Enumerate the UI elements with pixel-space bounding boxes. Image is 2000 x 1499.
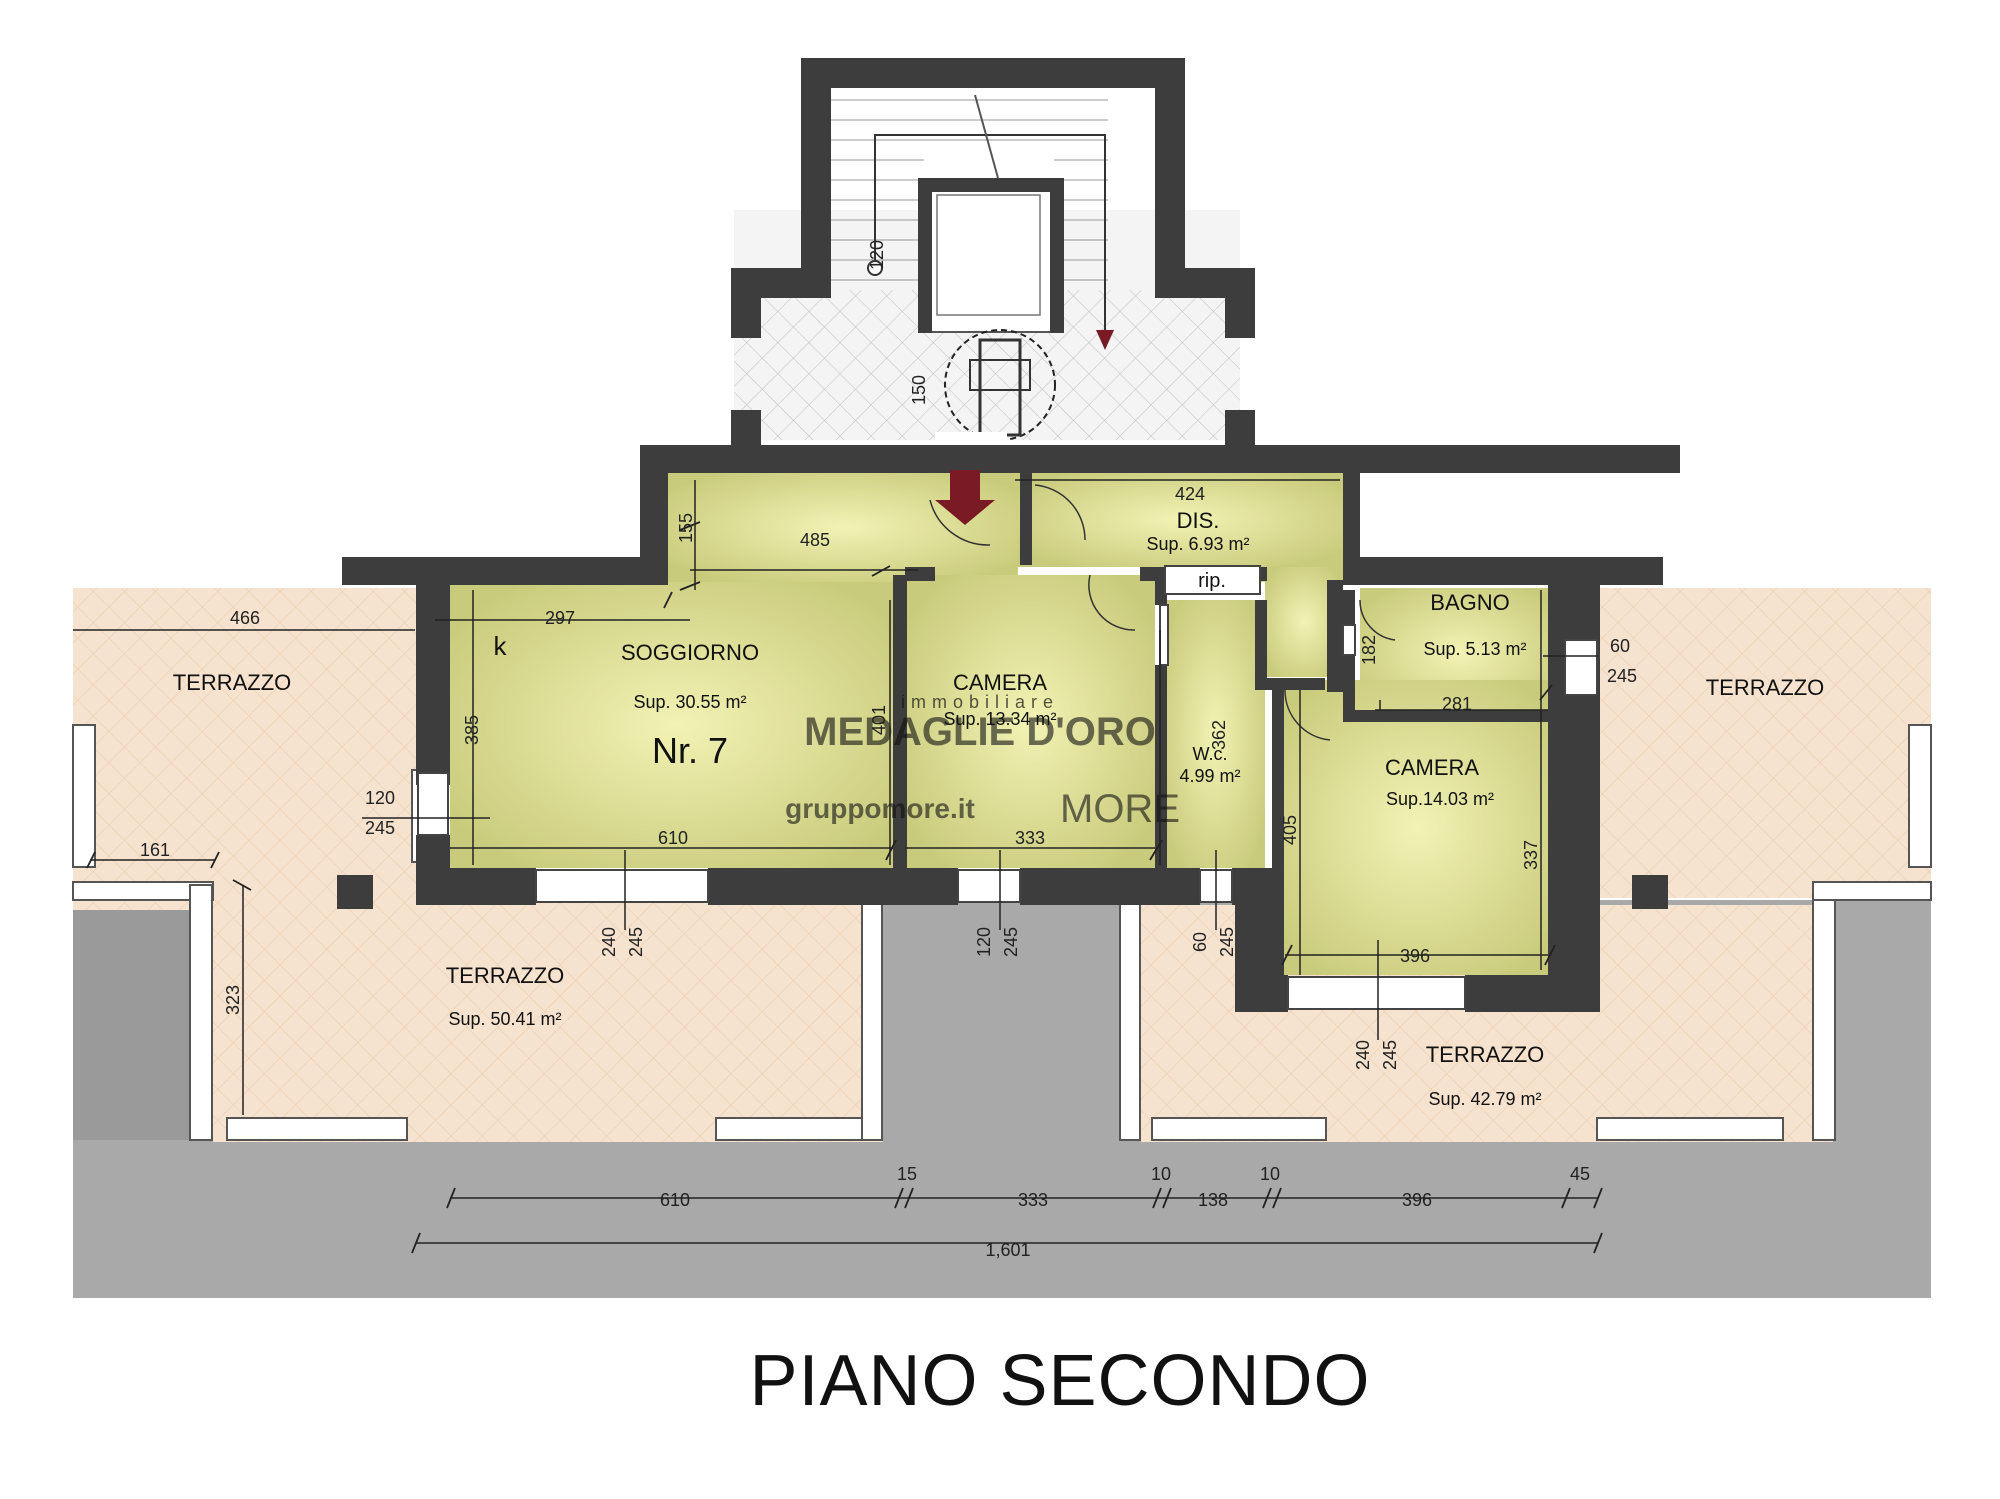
- watermark: immobiliare MEDAGLIE D'ORO gruppomore.it…: [785, 692, 1180, 831]
- ground-center-strip: [882, 900, 1120, 1140]
- win3-b: 245: [1217, 927, 1237, 957]
- dim-323: 323: [223, 985, 243, 1015]
- dim-405: 405: [1280, 815, 1300, 845]
- unit-number: Nr. 7: [652, 730, 728, 771]
- wc-area: 4.99 m²: [1179, 766, 1240, 786]
- dim-610-inner: 610: [658, 828, 688, 848]
- terrazzo-left-bottom: TERRAZZO: [446, 963, 565, 988]
- dim-245-right: 245: [1607, 666, 1637, 686]
- watermark-brand: MEDAGLIE D'ORO: [804, 710, 1156, 754]
- dim-total: 1,601: [985, 1240, 1030, 1260]
- chain-396: 396: [1402, 1190, 1432, 1210]
- win3-a: 60: [1190, 932, 1210, 952]
- dim-161: 161: [140, 840, 170, 860]
- terrace-column-right: [1632, 875, 1668, 909]
- stairwell-walls: [731, 58, 1255, 450]
- entry-arrow: [935, 470, 995, 525]
- wc-name: W.c.: [1193, 744, 1228, 764]
- win1-b: 245: [626, 927, 646, 957]
- stair-start-marker: [867, 260, 883, 276]
- chain-10a: 10: [1151, 1164, 1171, 1184]
- dim-401: 401: [869, 705, 889, 735]
- camera1-name: CAMERA: [953, 670, 1047, 695]
- dimension-ticks: [86, 521, 1603, 1254]
- win4-b: 245: [1380, 1040, 1400, 1070]
- rip-storage: [1164, 565, 1261, 595]
- dim-485: 485: [800, 530, 830, 550]
- dim-281: 281: [1442, 694, 1472, 714]
- chain-138: 138: [1198, 1190, 1228, 1210]
- dimension-lines: [73, 479, 1598, 1244]
- camera2-area: Sup.14.03 m²: [1386, 789, 1494, 809]
- win4-a: 240: [1353, 1040, 1373, 1070]
- terrace-left: [73, 588, 883, 1142]
- door-swings: [929, 484, 1396, 741]
- dim-337: 337: [1521, 840, 1541, 870]
- chain-10b: 10: [1260, 1164, 1280, 1184]
- dim-245-left: 245: [365, 818, 395, 838]
- elevator-shaft: [923, 179, 1055, 333]
- dim-333-inner: 333: [1015, 828, 1045, 848]
- wheelchair-turning-circle: [944, 329, 1056, 441]
- stairwell: [734, 94, 1240, 472]
- dis-area: Sup. 6.93 m²: [1146, 534, 1249, 554]
- dim-424: 424: [1175, 484, 1205, 504]
- terrazzo-right-bottom: TERRAZZO: [1426, 1042, 1545, 1067]
- ground-right-strip: [1832, 898, 1931, 1140]
- win1-a: 240: [599, 927, 619, 957]
- dim-60-right: 60: [1610, 636, 1630, 656]
- dis-name: DIS.: [1177, 508, 1220, 533]
- terrazzo-left-top: TERRAZZO: [173, 670, 292, 695]
- rip-label: rip.: [1198, 570, 1226, 592]
- terrazzo-right-area: Sup. 42.79 m²: [1428, 1089, 1541, 1109]
- kitchen-mark: k: [494, 631, 508, 661]
- camera1-area: Sup. 13.34 m²: [943, 709, 1056, 729]
- stair-direction-arrow: [1096, 330, 1114, 350]
- room-fills: [450, 472, 1562, 975]
- windows: [417, 604, 1598, 1010]
- dim-297: 297: [545, 608, 575, 628]
- terrazzo-right-top: TERRAZZO: [1706, 675, 1825, 700]
- watermark-brand-small: immobiliare: [901, 692, 1059, 712]
- win2-b: 245: [1001, 927, 1021, 957]
- dim-385: 385: [462, 715, 482, 745]
- watermark-logo: MORE: [1060, 787, 1180, 831]
- dim-466: 466: [230, 608, 260, 628]
- bagno-name: BAGNO: [1430, 590, 1509, 615]
- chain-15: 15: [897, 1164, 917, 1184]
- terrazzo-left-area: Sup. 50.41 m²: [448, 1009, 561, 1029]
- bagno-area: Sup. 5.13 m²: [1423, 639, 1526, 659]
- dim-155: 155: [676, 513, 696, 543]
- dim-362: 362: [1209, 720, 1229, 750]
- apartment-walls: [342, 445, 1680, 1012]
- soggiorno-area: Sup. 30.55 m²: [633, 692, 746, 712]
- dimension-labels: 120 150 424 155 485 297 466 385 401 362 …: [140, 240, 1637, 1260]
- dim-182: 182: [1359, 635, 1379, 665]
- soggiorno-name: SOGGIORNO: [621, 640, 759, 665]
- chain-333: 333: [1018, 1190, 1048, 1210]
- dim-120-stair: 120: [867, 240, 887, 270]
- room-labels: SOGGIORNO Sup. 30.55 m² Nr. 7 k CAMERA S…: [173, 508, 1825, 1109]
- camera2-name: CAMERA: [1385, 755, 1479, 780]
- watermark-website: gruppomore.it: [785, 793, 975, 824]
- dim-120-left: 120: [365, 788, 395, 808]
- dim-396-inner: 396: [1400, 946, 1430, 966]
- chain-45: 45: [1570, 1164, 1590, 1184]
- terrace-column-left: [337, 875, 373, 909]
- win2-a: 120: [974, 927, 994, 957]
- dim-150: 150: [909, 375, 929, 405]
- floor-title: PIANO SECONDO: [749, 1341, 1370, 1421]
- chain-610: 610: [660, 1190, 690, 1210]
